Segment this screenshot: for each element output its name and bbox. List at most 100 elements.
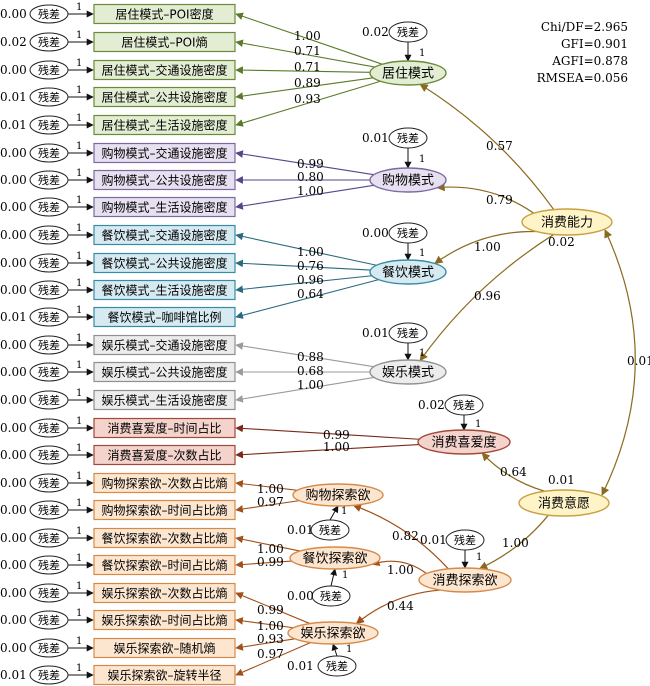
- loading-path: [235, 424, 420, 440]
- observed-variable-box: [93, 554, 236, 576]
- error-node: [29, 555, 69, 575]
- latent-variable: [417, 429, 511, 455]
- observed-variable-label: 购物模式–交通设施密度: [101, 146, 227, 161]
- fit-stat: GFI=0.901: [561, 37, 628, 51]
- error-label: 残差: [319, 523, 341, 537]
- error-label: 残差: [38, 476, 60, 490]
- error-label: 残差: [38, 503, 60, 517]
- structural-coefficient: 1.00: [502, 536, 529, 550]
- fixed-path-1: 1: [76, 663, 82, 674]
- error-variance: 0.00: [0, 558, 27, 572]
- fixed-path-1: 1: [76, 85, 82, 96]
- structural-path: [419, 83, 555, 210]
- structural-coefficient: 1.00: [474, 240, 501, 254]
- error-variance: 0.01: [0, 310, 27, 324]
- error-arrow: [330, 568, 337, 587]
- structural-path: [436, 182, 535, 214]
- error-node: [29, 115, 69, 135]
- loading-value: 0.93: [294, 92, 321, 106]
- loading-value: 0.71: [294, 60, 321, 74]
- error-node: [29, 418, 69, 438]
- loading-path: [235, 232, 377, 266]
- fixed-path-1: 1: [346, 644, 352, 655]
- loading-value: 1.00: [257, 542, 284, 556]
- observed-variable-label: 餐饮模式–咖啡馆比例: [107, 310, 221, 325]
- fixed-path-1: 1: [76, 305, 82, 316]
- error-variance: 0.02: [362, 25, 389, 39]
- latent-variable: [369, 259, 447, 285]
- error-node: [29, 638, 69, 658]
- structural-path: [419, 233, 555, 362]
- error-label: 残差: [38, 283, 60, 297]
- error-node: [388, 127, 428, 149]
- observed-variable-label: 购物探索欲–次数占比熵: [101, 476, 227, 491]
- error-variance: 0.00: [0, 365, 27, 379]
- observed-variable-box: [93, 114, 236, 136]
- latent-variable-label: 居住模式: [382, 67, 434, 82]
- error-variance: 0.00: [0, 531, 27, 545]
- fixed-path-1: 1: [76, 251, 82, 262]
- observed-variable-box: [93, 499, 236, 521]
- error-variance: 0.00: [0, 476, 27, 490]
- error-node: [29, 445, 69, 465]
- error-variance: 0.01: [287, 523, 314, 537]
- error-label: 残差: [38, 7, 60, 21]
- error-label: 残差: [38, 558, 60, 572]
- structural-path: [434, 230, 537, 265]
- loading-path: [235, 444, 420, 459]
- latent-variable: [369, 60, 447, 86]
- error-label: 残差: [38, 586, 60, 600]
- loading-value: 1.00: [297, 378, 324, 392]
- observed-variable-label: 娱乐探索欲–时间占比熵: [101, 613, 227, 628]
- error-node: [388, 322, 428, 344]
- observed-variable-label: 消费喜爱度–时间占比: [107, 421, 221, 436]
- observed-variable-box: [93, 196, 236, 218]
- observed-variable-box: [93, 527, 236, 549]
- error-variance: 0.00: [0, 448, 27, 462]
- observed-variable-box: [93, 334, 236, 356]
- covariance-value: 0.01: [627, 354, 650, 368]
- observed-variable-box: [93, 637, 236, 659]
- loading-value: 1.00: [297, 245, 324, 259]
- error-label: 残差: [38, 90, 60, 104]
- error-variance: 0.00: [287, 589, 314, 603]
- fixed-path-1: 1: [76, 526, 82, 537]
- latent-variable-label: 娱乐探索欲: [300, 626, 365, 642]
- error-label: 残差: [326, 659, 348, 673]
- fixed-path-1: 1: [76, 168, 82, 179]
- fixed-path-1: 1: [342, 570, 348, 581]
- fixed-path-1: 1: [76, 195, 82, 206]
- error-variance: 0.02: [0, 35, 27, 49]
- error-variance: 0.00: [0, 421, 27, 435]
- error-label: 残差: [38, 365, 60, 379]
- error-label: 残差: [38, 228, 60, 242]
- fixed-path-1: 1: [76, 608, 82, 619]
- observed-variable-label: 购物模式–公共设施密度: [101, 173, 227, 188]
- loading-value: 0.97: [257, 647, 284, 661]
- error-variance: 0.01: [0, 90, 27, 104]
- fixed-path-1: 1: [419, 348, 425, 359]
- latent-variable-label: 消费探索欲: [432, 573, 497, 589]
- error-node: [311, 585, 351, 607]
- error-variance: 0.01: [0, 668, 27, 682]
- loading-path: [235, 150, 375, 176]
- fit-stat: Chi/DF=2.965: [541, 20, 628, 34]
- loading-path: [235, 638, 295, 651]
- error-label: 残差: [38, 613, 60, 627]
- fit-statistics: Chi/DF=2.965 GFI=0.901 AGFI=0.878 RMSEA=…: [537, 20, 628, 85]
- observed-variable-box: [93, 31, 236, 53]
- observed-variable-box: [93, 664, 236, 686]
- error-arrow: [329, 505, 339, 521]
- structural-coefficient: 1.00: [387, 563, 414, 577]
- error-label: 残差: [38, 146, 60, 160]
- observed-variable-box: [93, 444, 236, 466]
- fixed-path-1: 1: [76, 360, 82, 371]
- loading-path: [235, 77, 374, 100]
- error-variance: 0.00: [0, 393, 27, 407]
- loading-value: 0.97: [257, 495, 284, 509]
- error-label: 残差: [38, 641, 60, 655]
- error-node: [445, 529, 485, 551]
- loading-value: 1.00: [257, 482, 284, 496]
- error-variance: 0.00: [0, 503, 27, 517]
